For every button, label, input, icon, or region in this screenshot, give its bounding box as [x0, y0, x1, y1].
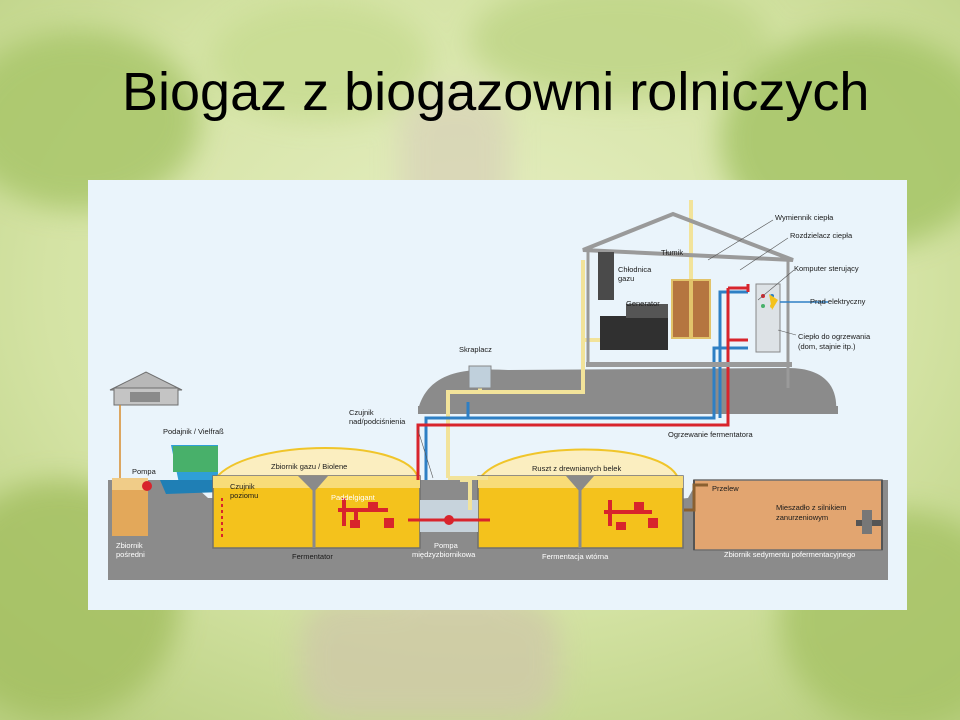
control-computer — [755, 283, 781, 353]
label-overflow: Przelew — [712, 484, 739, 493]
leader-lines — [417, 219, 797, 479]
label-mixer-1: Mieszadło z silnikiem — [776, 503, 846, 512]
feeder — [142, 445, 222, 494]
label-sediment-tank: Zbiornik sedymentu pofermentacyjnego — [724, 550, 855, 559]
label-intermediate-tank-1: Zbiornik — [116, 541, 143, 550]
label-pressure-sensor-1: Czujnik — [349, 408, 374, 417]
label-electricity: Prąd elektryczny — [810, 297, 866, 306]
condenser — [468, 365, 492, 389]
label-condenser: Skraplacz — [459, 345, 492, 354]
label-level-sensor-1: Czujnik — [230, 482, 255, 491]
hot-water-pipes — [416, 284, 750, 480]
inter-tank-pump — [408, 500, 490, 532]
label-generator: Generator — [626, 299, 660, 308]
label-mixer-2: zanurzeniowym — [776, 513, 828, 522]
label-inter-tank-pump-2: międzyzbiornikowa — [412, 550, 476, 559]
label-gas-cooler-1: Chłodnica — [618, 265, 652, 274]
label-level-sensor-2: poziomu — [230, 491, 258, 500]
engine-house-hill — [418, 368, 837, 412]
label-muffler: Tłumik — [661, 248, 683, 257]
label-heat-output-2: (dom, stajnie itp.) — [798, 342, 856, 351]
label-wooden-grate: Ruszt z drewnianych belek — [532, 464, 621, 473]
gas-cooler — [598, 252, 614, 300]
label-pressure-sensor-2: nad/podciśnienia — [349, 417, 406, 426]
intermediate-tank — [112, 478, 148, 536]
label-gas-holder: Zbiornik gazu / Biolene — [271, 462, 347, 471]
label-intermediate-tank-2: pośredni — [116, 550, 145, 559]
label-pump: Pompa — [132, 467, 157, 476]
fermenter-secondary — [477, 448, 684, 549]
cold-water-pipes — [424, 290, 748, 480]
label-inter-tank-pump-1: Pompa — [434, 541, 459, 550]
label-fermenter-heating: Ogrzewanie fermentatora — [668, 430, 753, 439]
label-gas-cooler-2: gazu — [618, 274, 634, 283]
label-secondary-fermentation: Fermentacja wtórna — [542, 552, 609, 561]
label-fermenter: Fermentator — [292, 552, 333, 561]
label-heat-distributor: Rozdzielacz ciepła — [790, 231, 853, 240]
biogas-plant-diagram: Wymiennik ciepła Rozdzielacz ciepła Tłum… — [88, 180, 907, 610]
fermenter-main — [212, 447, 421, 549]
label-paddelgigant: Paddelgigant — [331, 493, 376, 502]
label-heat-exchanger: Wymiennik ciepła — [775, 213, 834, 222]
label-control-computer: Komputer sterujący — [794, 264, 859, 273]
label-feeder: Podajnik / Vielfraß — [163, 427, 224, 436]
sediment-tank — [684, 479, 883, 551]
label-heat-output-1: Ciepło do ogrzewania — [798, 332, 871, 341]
engine-house — [582, 211, 828, 388]
generator-unit — [600, 316, 668, 350]
slide-title: Biogaz z biogazowni rolniczych — [122, 62, 870, 122]
